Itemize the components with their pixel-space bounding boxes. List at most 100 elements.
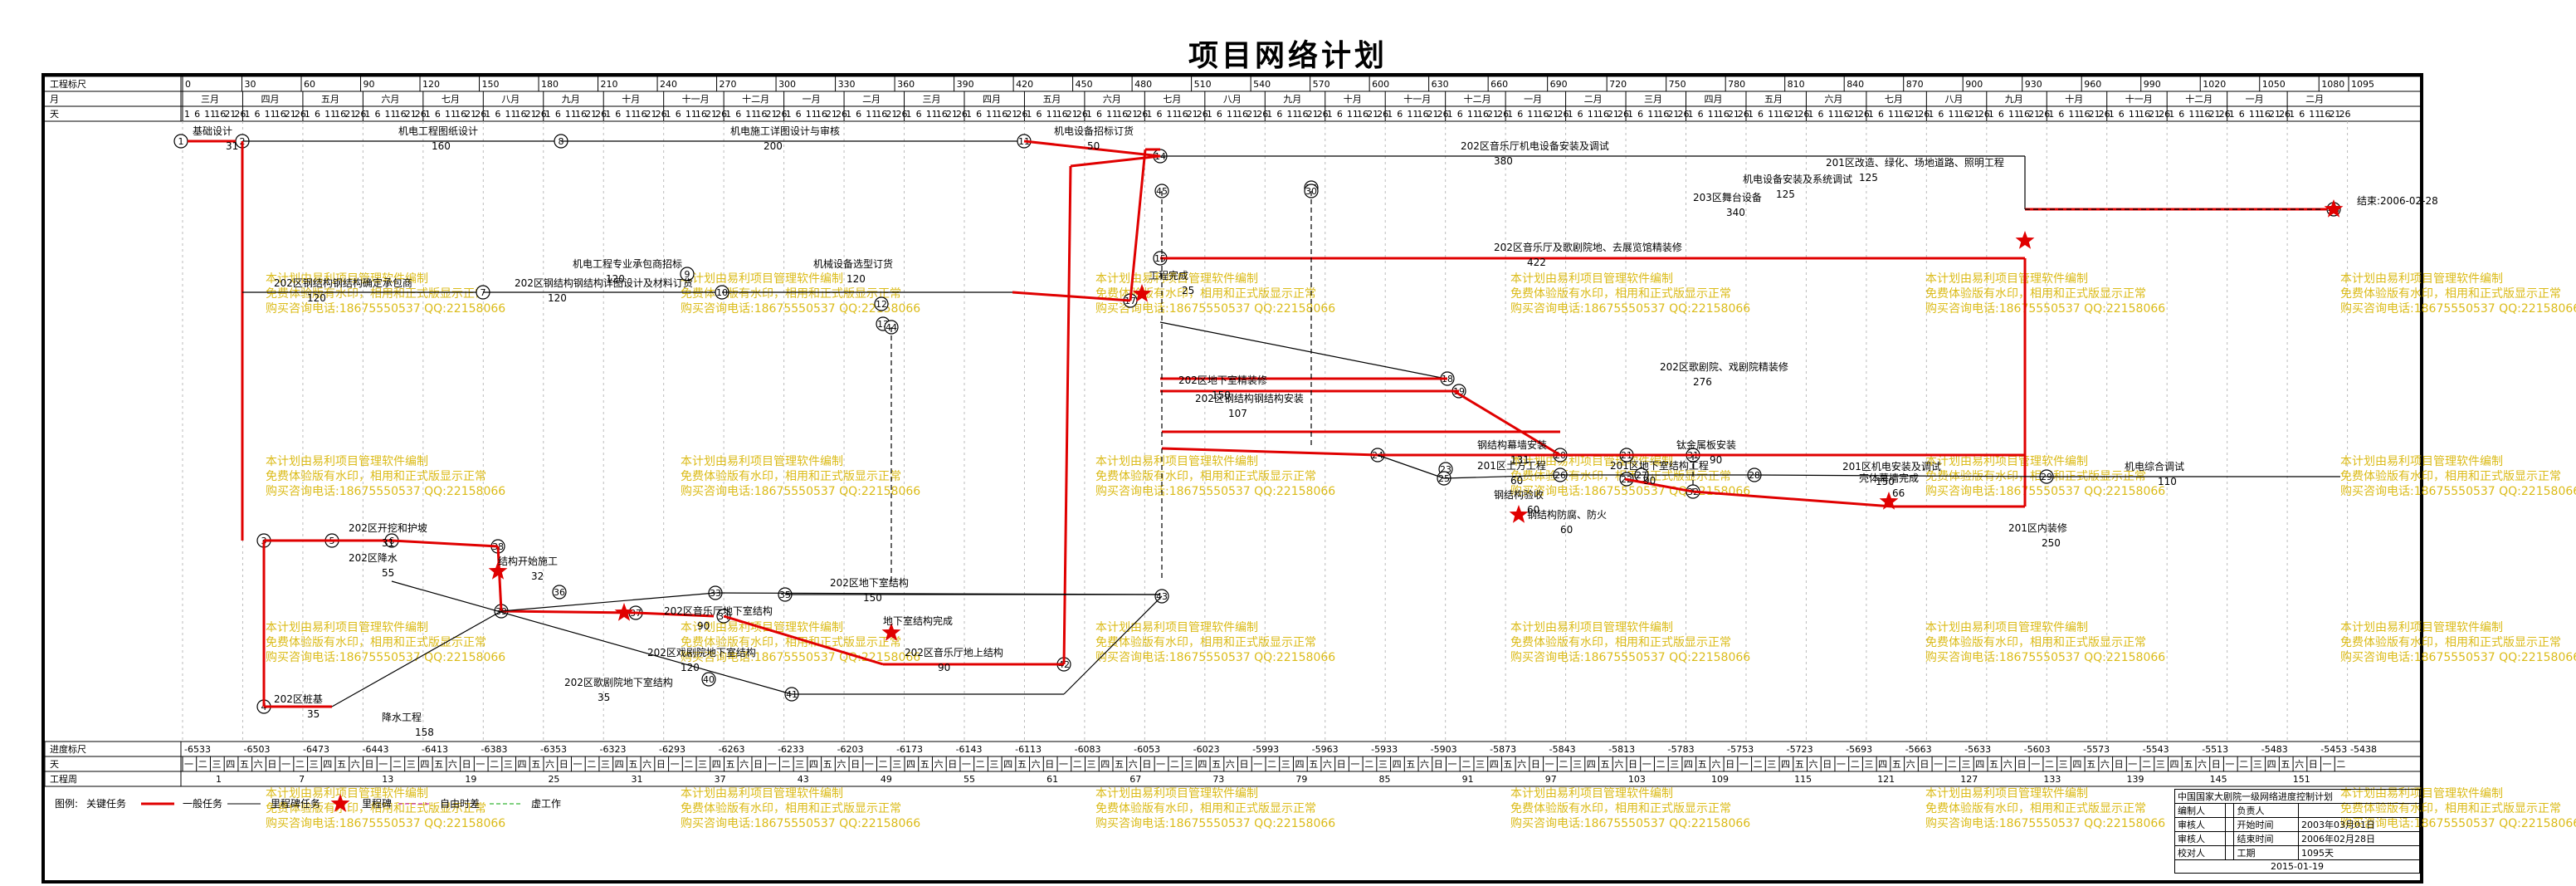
task-arrow (500, 592, 716, 612)
task-name: 202区地下室精装修 (1178, 374, 1267, 386)
task-name: 机电设备招标订货 (1054, 125, 1134, 137)
week-label: 31 (632, 774, 643, 785)
weekday-label: 六 (1420, 759, 1429, 770)
milestone-star (1879, 492, 1899, 510)
weekday-label: 一 (476, 759, 485, 770)
day-label: 21 (2089, 109, 2100, 120)
info-v2: 2006年02月28日 (2298, 831, 2420, 846)
day-label: 11 (625, 109, 637, 120)
task-name: 201区地下室结构工程 (1610, 459, 1709, 472)
milestone-star (2015, 231, 2035, 249)
page-title: 项目网络计划 (1188, 38, 1388, 73)
progress-label: -5723 (1787, 744, 1813, 755)
day-label: 1 (485, 109, 490, 120)
day-label: 21 (765, 109, 777, 120)
progress-label: -5813 (1608, 744, 1635, 755)
day-label: 11 (2249, 109, 2261, 120)
watermark-text: 购买咨询电话:18675550537 QQ:22158066 (1510, 302, 1750, 316)
day-label: 11 (1949, 109, 1960, 120)
weekday-label: 一 (184, 759, 193, 770)
month-label: 七月 (1885, 94, 1903, 105)
day-label: 21 (946, 109, 958, 120)
info-v (2224, 803, 2235, 818)
info-org: 中国国家大剧院一级网络进度控制计划 (2174, 789, 2420, 804)
day-label: 6 (1878, 109, 1884, 120)
day-label: 21 (1307, 109, 1319, 120)
watermark-text: 购买咨询电话:18675550537 QQ:22158066 (1095, 302, 1335, 316)
progress-label: -6503 (244, 744, 271, 755)
day-label: 16 (695, 109, 707, 120)
watermark-text: 本计划由易利项目管理软件编制 (1095, 621, 1258, 634)
scale-label: 720 (1609, 79, 1627, 90)
day-label: 6 (735, 109, 741, 120)
progress-label: -5573 (2083, 744, 2110, 755)
watermark-text: 购买咨询电话:18675550537 QQ:22158066 (2340, 485, 2576, 498)
task-duration: 276 (1693, 376, 1712, 388)
task-duration: 60 (1527, 504, 1539, 516)
task-duration: 250 (2042, 537, 2061, 549)
weekday-label: 三 (989, 759, 998, 770)
info-v (2224, 817, 2235, 832)
month-label: 十一月 (682, 93, 710, 105)
day-label: 6 (1758, 109, 1764, 120)
weekday-label: 日 (754, 759, 763, 770)
weekday-label: 一 (1739, 759, 1749, 770)
day-label: 26 (2339, 109, 2351, 120)
weekday-label: 三 (601, 759, 610, 770)
task-name: 地下室结构完成 (883, 614, 953, 627)
day-label: 16 (1838, 109, 1850, 120)
month-label: 十月 (2065, 93, 2083, 105)
weekday-label: 二 (879, 759, 888, 770)
month-label: 四月 (1705, 94, 1723, 105)
weekday-label: 三 (1864, 759, 1873, 770)
weekday-label: 六 (254, 759, 263, 770)
month-label: 四月 (261, 94, 279, 105)
scale-label: 480 (1134, 79, 1152, 90)
progress-label: -6293 (659, 744, 685, 755)
day-label: 6 (1397, 109, 1403, 120)
weekday-label: 日 (1045, 759, 1054, 770)
day-label: 1 (1988, 109, 1994, 120)
progress-label: -6533 (184, 744, 211, 755)
day-label: 21 (465, 109, 476, 120)
day-label: 21 (1066, 109, 1078, 120)
day-label: 11 (2309, 109, 2320, 120)
watermark-text: 本计划由易利项目管理软件编制 (1925, 455, 2088, 468)
progress-label: -6383 (481, 744, 508, 755)
week-label: 103 (1628, 774, 1646, 785)
progress-label: -6203 (837, 744, 864, 755)
week-label: 43 (798, 774, 809, 785)
day-label: 16 (1357, 109, 1368, 120)
watermark-text: 本计划由易利项目管理软件编制 (681, 787, 843, 800)
weekday-label: 四 (1684, 759, 1693, 770)
day-label: 6 (2239, 109, 2245, 120)
critical-arrow (1012, 291, 1131, 302)
day-label: 6 (555, 109, 561, 120)
weekday-label: 二 (1948, 759, 1957, 770)
weekday-label: 三 (1573, 759, 1582, 770)
task-duration: 150 (1876, 476, 1895, 487)
task-duration: 55 (382, 567, 394, 579)
day-label: 16 (1056, 109, 1068, 120)
day-label: 1 (1808, 109, 1813, 120)
task-duration: 35 (598, 692, 610, 703)
task-duration: 60 (1560, 524, 1573, 536)
scale-label: 960 (2084, 79, 2101, 90)
day-label: 11 (1106, 109, 1118, 120)
month-label: 七月 (1163, 94, 1181, 105)
day-label: 16 (334, 109, 346, 120)
day-label: 11 (926, 109, 938, 120)
week-label: 109 (1711, 774, 1729, 785)
weekday-label: 五 (823, 759, 832, 770)
critical-arrow (1692, 490, 1893, 508)
weekday-label: 四 (2072, 759, 2081, 770)
weekday-label: 日 (1725, 759, 1734, 770)
day-label: 16 (1116, 109, 1128, 120)
scale-label: 30 (245, 79, 256, 90)
week-label: 133 (2043, 774, 2061, 785)
day-label: 11 (806, 109, 817, 120)
day-label: 11 (505, 109, 516, 120)
progress-label: -6263 (719, 744, 745, 755)
task-name: 钢结构防腐、防火 (1527, 508, 1607, 521)
weekday-label: 二 (2045, 759, 2054, 770)
